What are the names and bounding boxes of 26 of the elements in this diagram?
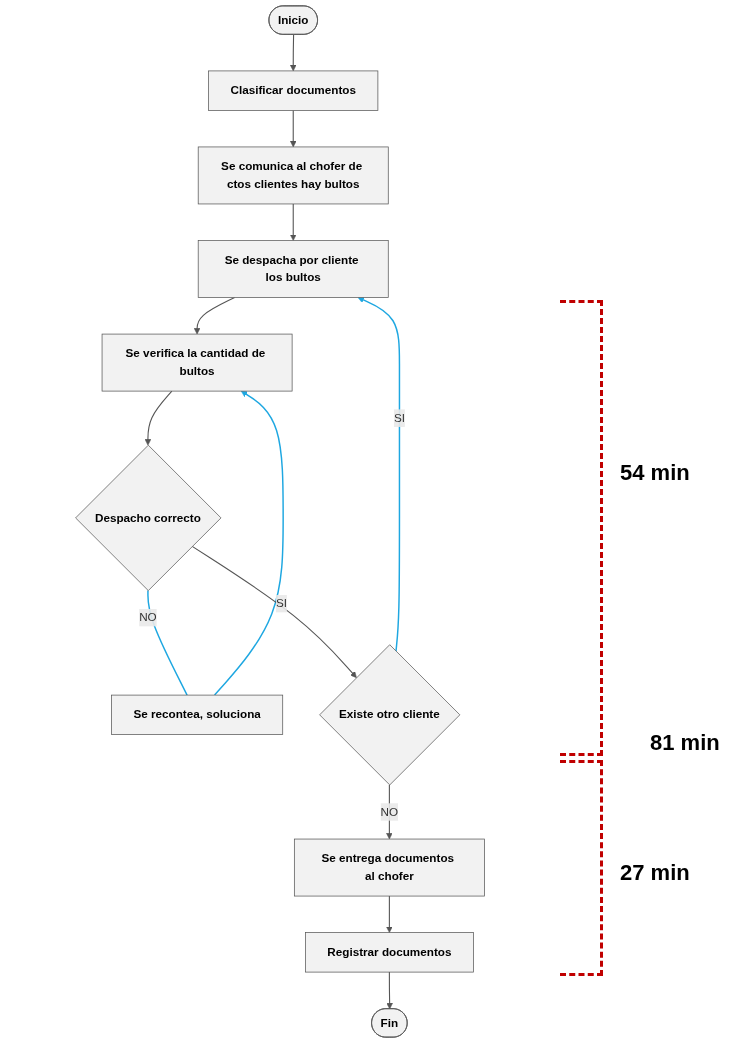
arrow xyxy=(193,296,236,335)
node-box: Se recontea, soluciona xyxy=(111,694,284,735)
duration-label: 54 min xyxy=(620,460,690,486)
edge-label: NO xyxy=(380,805,399,818)
node-box: Se verifica la cantidad de bultos xyxy=(101,333,293,392)
edge-label: NO xyxy=(139,611,157,624)
arrow xyxy=(386,971,393,1010)
node-diamond: Despacho correcto xyxy=(75,444,222,591)
arrow xyxy=(290,109,297,148)
node-box: Clasificar documentos xyxy=(208,70,379,111)
node-box: Registrar documentos xyxy=(305,932,474,973)
arrow xyxy=(386,895,393,933)
arrow xyxy=(290,203,297,241)
edge-label: SI xyxy=(275,597,288,610)
arrow xyxy=(144,390,173,446)
connector xyxy=(147,589,188,696)
node-box: Se despacha por cliente los bultos xyxy=(197,240,389,298)
node-box: Se comunica al chofer de ctos clientes hay bultos xyxy=(197,146,389,205)
arrow xyxy=(191,545,357,678)
node-box: Se entrega documentos al chofer xyxy=(294,838,485,897)
node-diamond: Existe otro cliente xyxy=(319,644,461,786)
duration-label: 81 min xyxy=(650,730,720,756)
edge-label: SI xyxy=(393,411,405,424)
arrow xyxy=(290,34,297,72)
arrow xyxy=(213,390,284,696)
duration-label: 27 min xyxy=(620,860,690,886)
